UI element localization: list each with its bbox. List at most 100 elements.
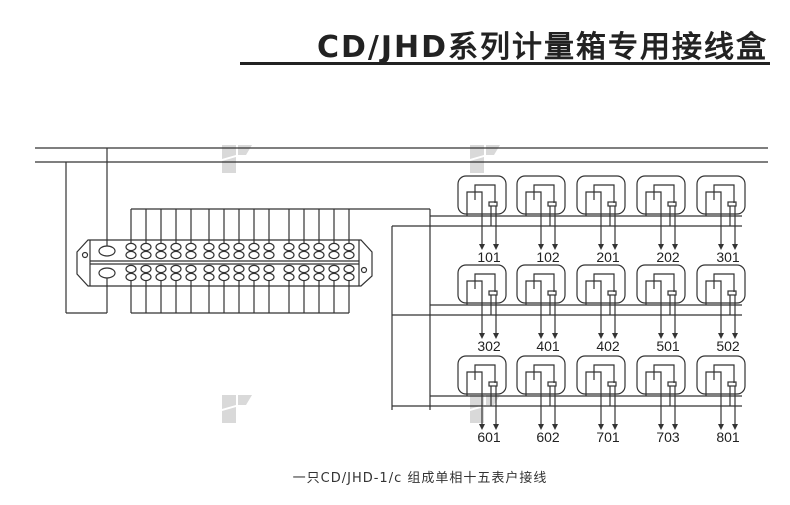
- meter-coil: [593, 273, 615, 292]
- meter-coil: [474, 184, 496, 203]
- terminal-hole: [170, 272, 182, 282]
- terminal-hole: [155, 264, 167, 274]
- terminal-hole: [328, 264, 340, 274]
- arrow-icon: [732, 424, 738, 430]
- energy-meter: 601: [457, 355, 507, 445]
- terminal-hole: [218, 264, 230, 274]
- terminal-hole: [283, 264, 295, 274]
- terminal-hole: [283, 242, 295, 252]
- terminal-hole: [218, 250, 230, 260]
- diagram-caption: 一只CD/JHD-1/c 组成单相十五表户接线: [292, 471, 548, 486]
- arrow-icon: [672, 424, 678, 430]
- meter-coil: [593, 364, 615, 383]
- meter-coil: [466, 280, 483, 293]
- arrow-icon: [612, 333, 618, 339]
- meter-terminal: [547, 290, 557, 296]
- energy-meter: 801: [696, 355, 746, 445]
- meter-label: 602: [536, 429, 560, 445]
- arrow-icon: [718, 333, 724, 339]
- arrow-icon: [598, 244, 604, 250]
- arrow-icon: [718, 244, 724, 250]
- meter-coil: [474, 273, 496, 292]
- meter-coil: [525, 191, 542, 204]
- watermark-shape: [238, 395, 252, 405]
- terminal-hole: [233, 264, 245, 274]
- terminal-hole: [313, 264, 325, 274]
- meter-coil: [653, 364, 675, 383]
- terminal-hole: [248, 242, 260, 252]
- terminal-hole: [155, 272, 167, 282]
- arrow-icon: [552, 424, 558, 430]
- terminal-hole: [328, 272, 340, 282]
- energy-meter: 502: [696, 264, 746, 354]
- terminal-hole: [170, 242, 182, 252]
- meter-coil: [466, 371, 483, 384]
- arrow-icon: [658, 424, 664, 430]
- arrow-icon: [598, 333, 604, 339]
- meter-terminal: [547, 201, 557, 207]
- arrow-icon: [479, 424, 485, 430]
- meter-label: 302: [477, 338, 501, 354]
- watermark-shape: [222, 395, 236, 409]
- terminal-hole: [203, 264, 215, 274]
- terminal-hole: [313, 242, 325, 252]
- terminal-hole: [298, 264, 310, 274]
- terminal-hole: [125, 250, 137, 260]
- arrow-icon: [493, 333, 499, 339]
- arrow-icon: [479, 333, 485, 339]
- meter-coil: [525, 280, 542, 293]
- terminal-hole: [218, 272, 230, 282]
- terminal-hole: [283, 250, 295, 260]
- terminal-hole: [125, 264, 137, 274]
- meter-coil: [645, 280, 662, 293]
- terminal-hole: [313, 250, 325, 260]
- terminal-hole: [263, 250, 275, 260]
- terminal-hole: [343, 272, 355, 282]
- meter-coil: [466, 191, 483, 204]
- terminal-hole: [185, 242, 197, 252]
- terminal-hole: [328, 250, 340, 260]
- watermark-shape: [222, 407, 236, 423]
- arrow-icon: [479, 244, 485, 250]
- terminal-block: [65, 148, 430, 314]
- terminal-hole: [155, 250, 167, 260]
- meter-label: 801: [716, 429, 740, 445]
- meter-terminal: [547, 381, 557, 387]
- meter-coil: [585, 191, 602, 204]
- terminal-hole: [298, 272, 310, 282]
- meter-terminal: [607, 290, 617, 296]
- meter-terminal: [488, 201, 498, 207]
- energy-meter: 201: [576, 175, 626, 265]
- terminal-hole: [263, 272, 275, 282]
- watermark-shape: [222, 145, 236, 159]
- watermark-shape: [486, 145, 500, 155]
- terminal-hole: [140, 250, 152, 260]
- terminal-hole: [313, 272, 325, 282]
- arrow-icon: [493, 424, 499, 430]
- meter-label: 502: [716, 338, 740, 354]
- meter-terminal: [727, 290, 737, 296]
- meter-coil: [585, 371, 602, 384]
- arrow-icon: [658, 244, 664, 250]
- arrow-icon: [732, 244, 738, 250]
- terminal-hole: [125, 272, 137, 282]
- meter-coil: [653, 273, 675, 292]
- terminal-hole: [140, 242, 152, 252]
- meter-label: 601: [477, 429, 501, 445]
- energy-meter: 202: [636, 175, 686, 265]
- meter-coil: [713, 184, 735, 203]
- meter-label: 101: [477, 249, 501, 265]
- arrow-icon: [538, 333, 544, 339]
- arrow-icon: [538, 424, 544, 430]
- meter-coil: [645, 191, 662, 204]
- terminal-hole: [185, 272, 197, 282]
- meter-coil: [533, 273, 555, 292]
- terminal-hole: [203, 272, 215, 282]
- energy-meter: 703: [636, 355, 686, 445]
- terminal-hole: [298, 250, 310, 260]
- watermark-shape: [470, 157, 484, 173]
- arrow-icon: [552, 333, 558, 339]
- meter-terminal: [607, 201, 617, 207]
